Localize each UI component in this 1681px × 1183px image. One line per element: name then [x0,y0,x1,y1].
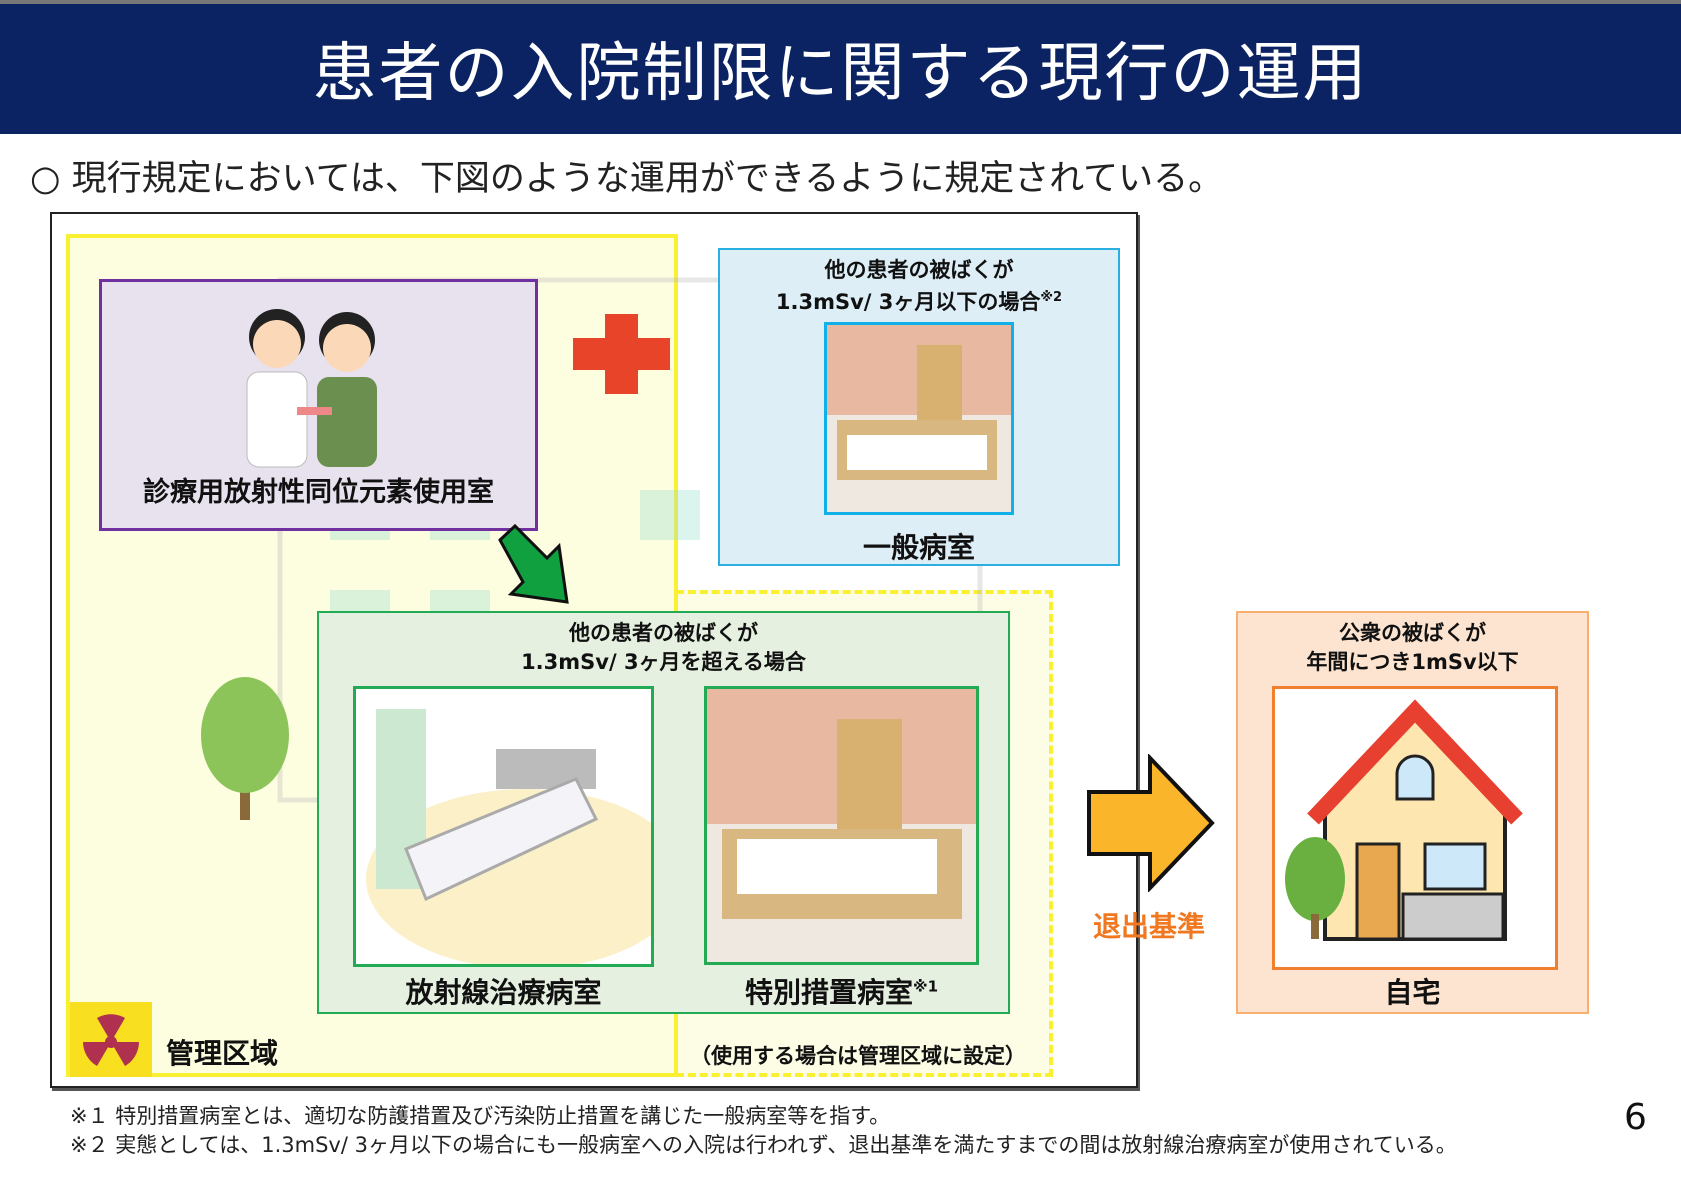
radiotherapy-room-image [353,686,654,967]
house-illustration [1285,699,1523,941]
discharge-arrow-icon [1087,754,1215,892]
over-caption-line2: 1.3mSv/ 3ヶ月を超える場合 [521,650,806,674]
home-box: 公衆の被ばくが 年間につき1mSv以下 自宅 [1236,611,1589,1014]
special-room-text: 特別措置病室 [744,976,913,1009]
page-title: 患者の入院制限に関する現行の運用 [312,37,1369,111]
general-caption-line2: 1.3mSv/ 3ヶ月以下の場合※2 [720,284,1118,316]
radiotherapy-bed-illustration [366,709,651,964]
radiation-icon [70,1002,152,1077]
special-room-label: 特別措置病室※1 [704,971,979,1011]
page-number: 6 [1624,1097,1647,1138]
home-label: 自宅 [1384,976,1441,1009]
general-caption-line1: 他の患者の被ばくが [824,258,1014,282]
radiotherapy-room-label: 放射線治療病室 [405,976,602,1009]
home-caption-line1: 公衆の被ばくが [1339,621,1486,645]
header-bar [0,0,1681,134]
controlled-area-label: 管理区域 [166,1037,279,1070]
special-note-ref: ※1 [912,977,939,996]
discharge-criteria-label: 退出基準 [1093,910,1206,943]
treatment-rooms-box: 他の患者の被ばくが 1.3mSv/ 3ヶ月を超える場合 放射線治療病室 特別措置… [317,611,1010,1014]
general-room-box: 他の患者の被ばくが 1.3mSv/ 3ヶ月以下の場合※2 一般病室 [718,248,1120,566]
home-caption-line2: 年間につき1mSv以下 [1306,650,1519,674]
diagram-frame [50,212,1138,1088]
special-room-image [704,686,979,965]
general-note-ref: ※2 [1040,290,1063,305]
tree-icon [201,677,289,820]
hospital-bed-illustration [827,325,1011,512]
general-room-image [824,322,1014,515]
special-bed-illustration [707,689,976,962]
isotope-room-box: 診療用放射性同位元素使用室 [99,279,538,531]
green-arrow-icon [498,523,569,604]
over-caption-line1: 他の患者の被ばくが [569,621,758,645]
nurse-patient-illustration [246,309,377,468]
isotope-room-label: 診療用放射性同位元素使用室 [143,477,494,508]
general-caption-text: 1.3mSv/ 3ヶ月以下の場合 [775,290,1041,314]
subtitle: ○ 現行規定においては、下図のような運用ができるように規定されている。 [30,159,1224,199]
footnote-2: ※２ 実態としては、1.3mSv/ 3ヶ月以下の場合にも一般病室への入院は行われ… [70,1133,1457,1157]
footnote-1: ※１ 特別措置病室とは、適切な防護措置及び汚染防止措置を講じた一般病室等を指す。 [70,1104,891,1128]
red-cross-icon [573,314,670,394]
general-room-label: 一般病室 [862,531,975,564]
controlled-area-note: （使用する場合は管理区域に設定） [690,1044,1026,1068]
home-image [1272,686,1558,970]
